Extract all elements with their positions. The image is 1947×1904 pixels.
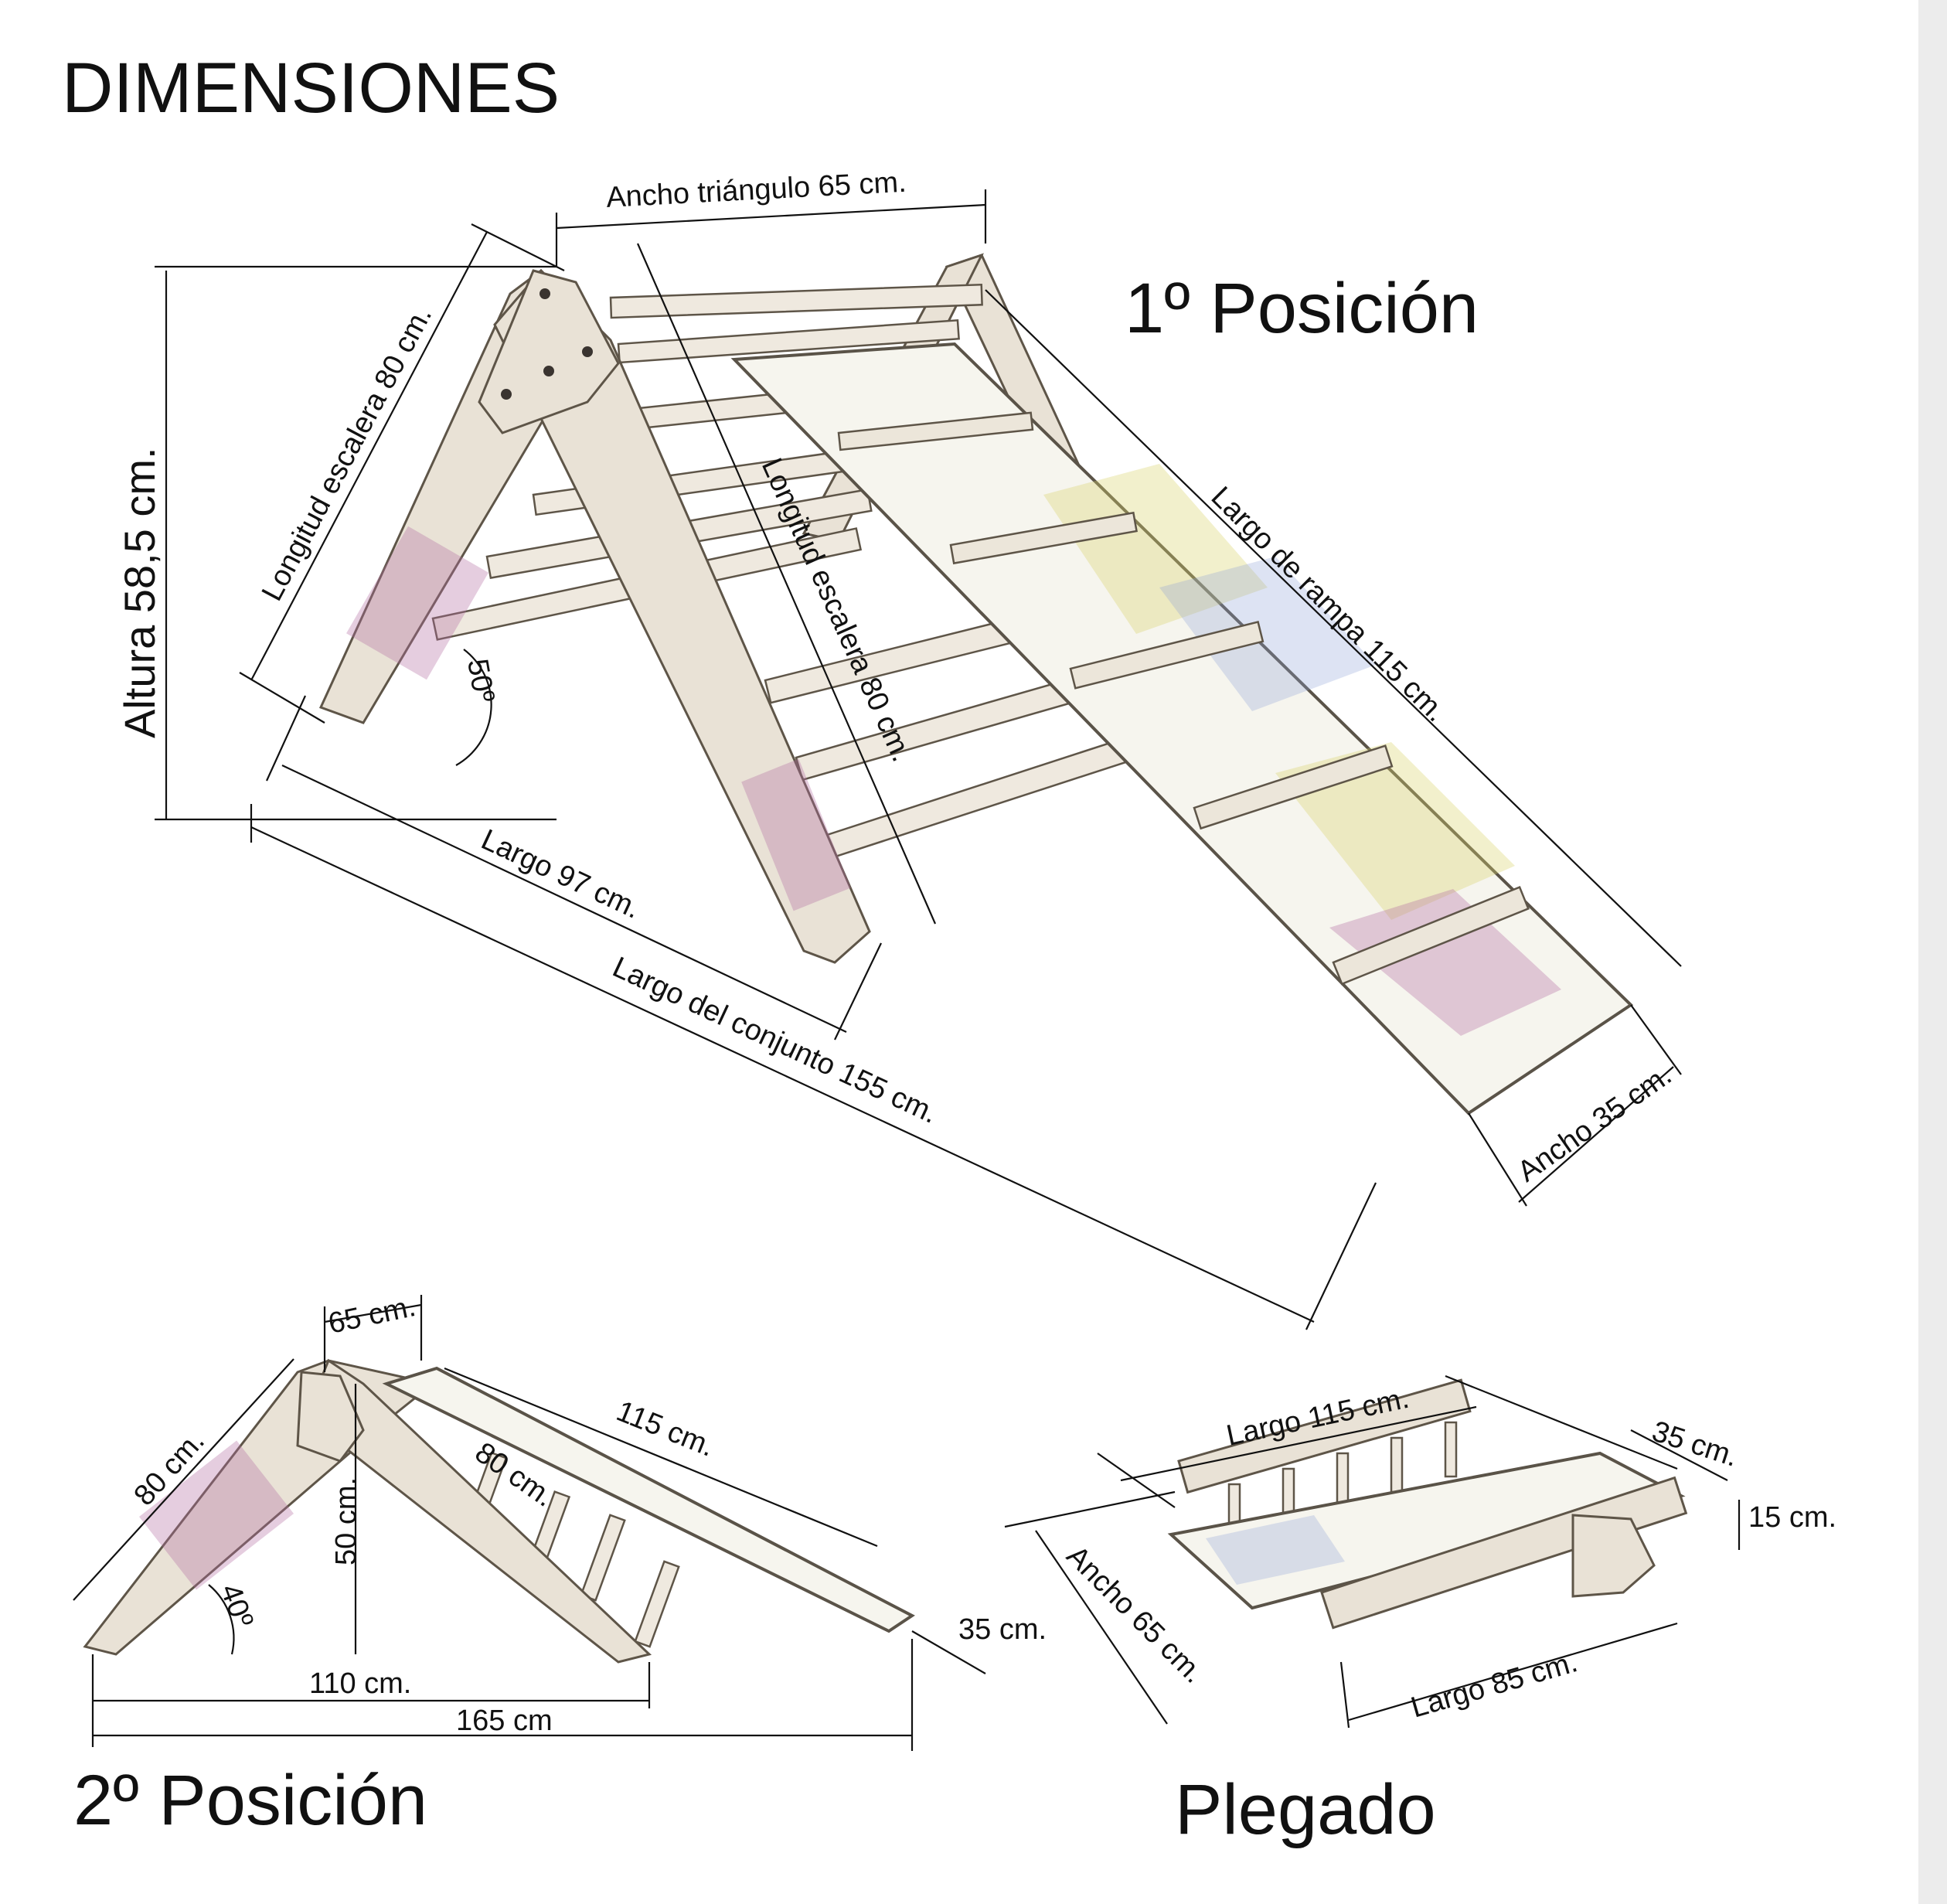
dim-pos1-length: Largo 97 cm. [476, 823, 645, 925]
right-margin-strip [1918, 0, 1947, 1904]
position-1-drawing [318, 253, 1634, 1115]
page-title: DIMENSIONES [62, 49, 560, 128]
dim-pos2-height: 50 cm. [330, 1477, 363, 1565]
folded-side-rail-bottom [1320, 1476, 1688, 1630]
dim-pos1-angle: 50º [461, 656, 500, 705]
position-2-drawing [83, 1358, 915, 1664]
dim-pos2-total: 165 cm [456, 1705, 553, 1737]
dim-pos2-base: 110 cm. [309, 1667, 411, 1700]
dim-pos1-triangle-width: Ancho triángulo 65 cm. [605, 166, 907, 214]
folded-triangle-plate [1571, 1514, 1656, 1598]
folded-drawing [1167, 1378, 1688, 1630]
front-leg-right [493, 268, 871, 964]
section-title-position-1: 1º Posición [1125, 269, 1479, 348]
dim-pos1-ramp-width: Ancho 35 cm. [1512, 1059, 1677, 1189]
pos2-triangle-plate [296, 1371, 365, 1463]
dim-folded-width-35: 35 cm. [1648, 1415, 1741, 1473]
front-triangle-plate [478, 269, 620, 434]
ramp-cleats [837, 411, 1530, 986]
folded-side-rail-top [1177, 1378, 1472, 1494]
dim-folded-length-85: Largo 85 cm. [1407, 1646, 1581, 1725]
dim-folded-width-65: Ancho 65 cm. [1060, 1540, 1210, 1690]
dim-pos1-total-length: Largo del conjunto 155 cm. [608, 951, 942, 1130]
dim-pos2-ramp-length: 115 cm. [612, 1395, 719, 1463]
dim-pos2-top-width: 65 cm. [325, 1290, 418, 1340]
dim-pos1-height: Altura 58,5 cm. [115, 447, 164, 738]
dim-folded-height-15: 15 cm. [1748, 1501, 1836, 1534]
dim-pos2-ramp-width: 35 cm. [958, 1613, 1047, 1646]
pos2-rungs [466, 1451, 680, 1648]
section-title-position-2: 2º Posición [73, 1761, 427, 1840]
pos2-ramp [382, 1366, 915, 1633]
dim-pos2-angle: 40º [214, 1580, 260, 1632]
section-title-folded: Plegado [1175, 1770, 1436, 1849]
